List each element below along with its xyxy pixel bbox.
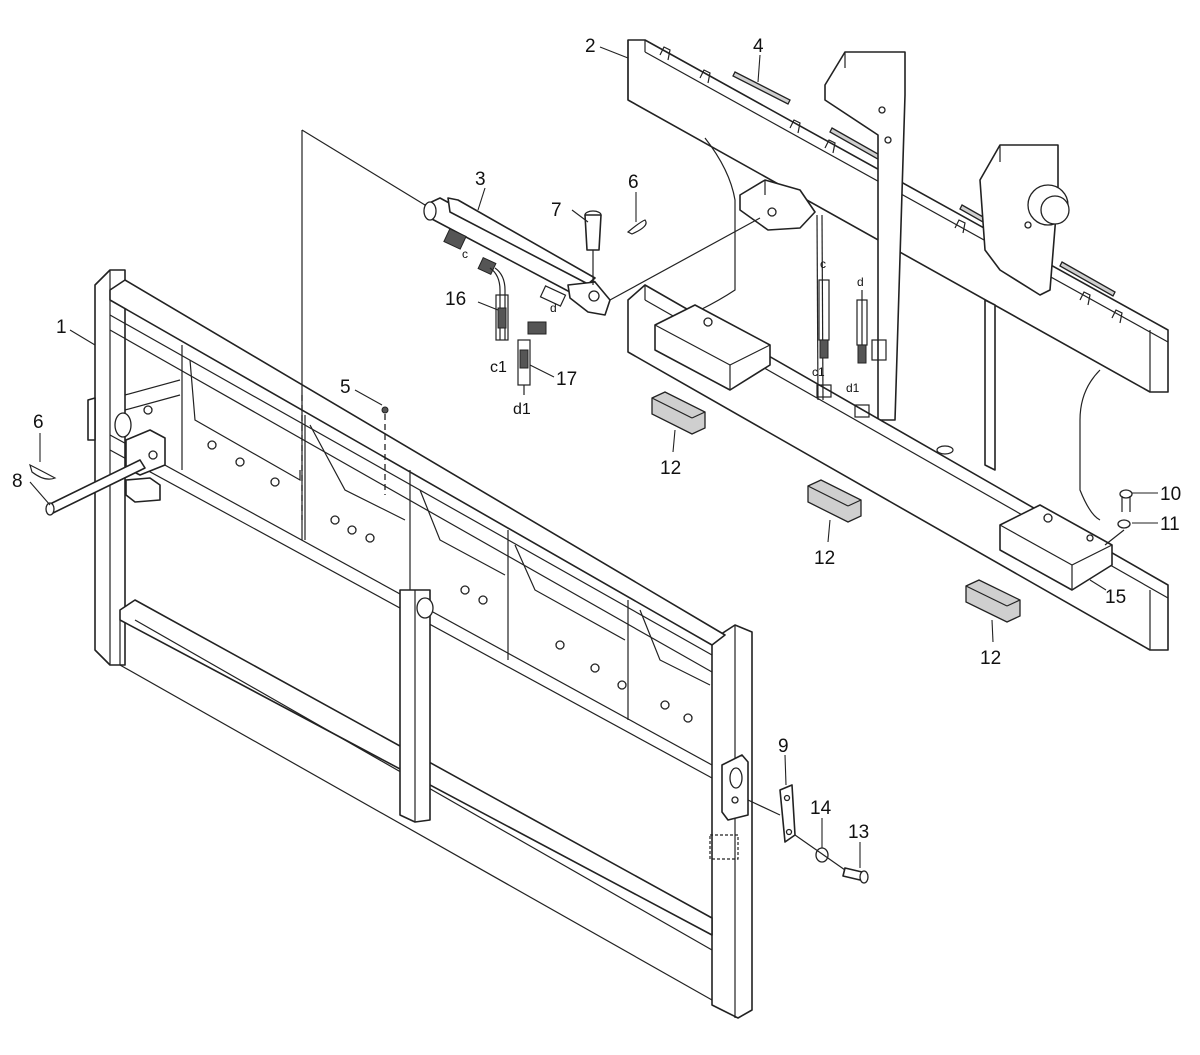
front-frame — [87, 269, 753, 1019]
hydraulic-cylinder — [423, 197, 611, 395]
pin-7 — [584, 210, 602, 285]
port-label-c-right: c — [820, 257, 826, 271]
callout-9: 9 — [778, 736, 789, 757]
callout-14: 14 — [810, 798, 832, 819]
bolt-10 — [1119, 489, 1133, 512]
wear-pad-12-c — [965, 579, 1021, 623]
washer-11 — [1117, 519, 1131, 529]
callout-4: 4 — [753, 36, 764, 57]
callout-10: 10 — [1160, 484, 1181, 505]
callout-5: 5 — [340, 377, 351, 398]
callout-13: 13 — [848, 822, 869, 843]
washer-14 — [815, 847, 829, 863]
port-label-d1-left: d1 — [513, 401, 531, 418]
callout-12-c: 12 — [980, 648, 1001, 669]
callout-11: 11 — [1160, 514, 1180, 535]
split-pin-6-top — [626, 219, 647, 235]
callout-12-a: 12 — [660, 458, 681, 479]
callout-1: 1 — [56, 317, 67, 338]
bolt-13 — [842, 867, 869, 884]
leader-lines — [29, 46, 1158, 868]
callout-15: 15 — [1105, 587, 1126, 608]
callout-8: 8 — [12, 471, 23, 492]
pin-8 — [45, 459, 146, 516]
wear-pad-12-a — [651, 391, 706, 435]
port-label-c1-right: c1 — [812, 365, 825, 379]
callout-16: 16 — [445, 289, 466, 310]
plate-9 — [747, 784, 796, 843]
wear-pad-12-b — [807, 479, 862, 523]
rear-frame — [627, 39, 1169, 651]
split-pin-6-left — [29, 463, 57, 480]
port-label-c1-left: c1 — [490, 359, 507, 376]
callout-17: 17 — [556, 369, 577, 390]
callout-7: 7 — [551, 200, 562, 221]
port-label-d-left: d — [550, 301, 557, 315]
grease-nipple-5 — [381, 406, 389, 495]
callout-6-top: 6 — [628, 172, 639, 193]
callout-12-b: 12 — [814, 548, 835, 569]
callout-2: 2 — [585, 36, 596, 57]
callout-3: 3 — [475, 169, 486, 190]
port-label-c-left: c — [462, 247, 468, 261]
port-label-d1-right: d1 — [846, 381, 860, 395]
callout-6-left: 6 — [33, 412, 44, 433]
port-label-d-right: d — [857, 275, 864, 289]
